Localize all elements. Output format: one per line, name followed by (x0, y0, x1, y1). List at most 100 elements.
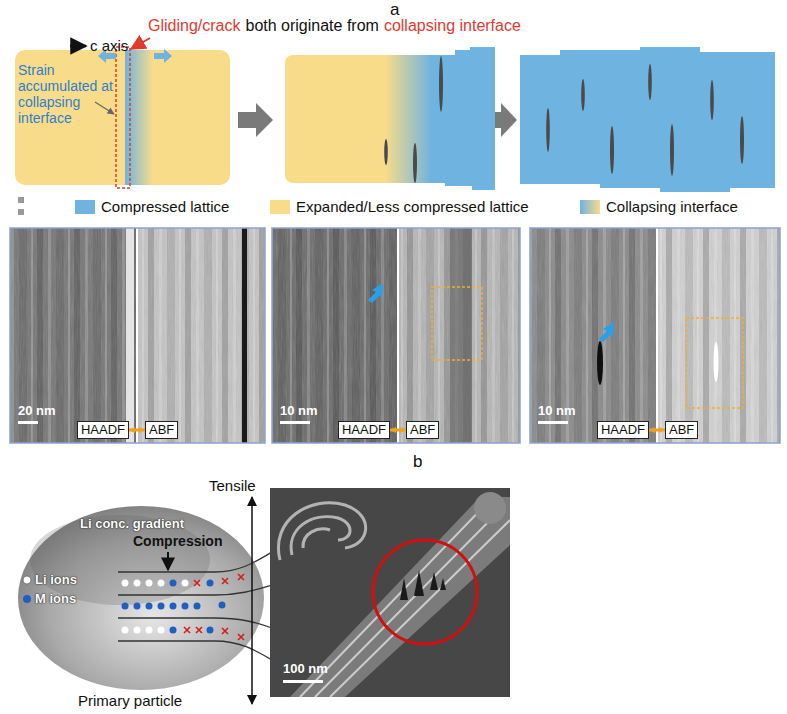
primary-particle-part (251, 497, 253, 704)
sem-image-part-part (278, 503, 365, 560)
primary-particle-part (118, 552, 272, 572)
primary-particle-part-part (146, 603, 153, 610)
image-mode-tag: ABF (665, 421, 698, 439)
lattice-panel-3-part (710, 80, 714, 120)
c-axis-arrow (70, 46, 86, 47)
lattice-panel-1-part (116, 47, 130, 188)
primary-particle-part-part (122, 627, 129, 634)
mode-text: ABF (149, 422, 174, 438)
mode-text: ABF (669, 422, 694, 438)
lattice-panel-3-part (740, 116, 744, 164)
micrograph-2-part (272, 228, 520, 443)
legend-swatch (75, 200, 95, 214)
lattice-panel-2-part (385, 55, 432, 183)
micrograph-1-part (126, 228, 134, 443)
lattice-panel-3-part (546, 108, 550, 152)
mode-text: HAADF (81, 422, 125, 438)
primary-particle-part (122, 580, 226, 634)
legend-text: Expanded/Less compressed lattice (296, 197, 529, 216)
sem-image-part (278, 503, 365, 560)
lattice-panel-1-part (125, 50, 153, 185)
panel-letter: b (413, 452, 422, 472)
micrograph-2-part (368, 283, 383, 303)
micrograph-2-part (432, 287, 482, 360)
legend-text: Compressed lattice (101, 197, 229, 216)
primary-particle-part-part (170, 580, 177, 587)
lattice-panel-2 (285, 47, 495, 190)
lattice-panel-3-part (648, 64, 652, 100)
primary-particle-part (23, 595, 31, 603)
primary-particle-part-part (158, 580, 165, 587)
primary-particle-part-part (222, 578, 228, 584)
primary-particle-part-part (170, 603, 177, 610)
primary-particle-part (118, 618, 272, 628)
primary-particle-part-part (219, 602, 226, 609)
double-arrow-connector (649, 429, 665, 432)
micrograph-1-part (10, 228, 265, 443)
micrograph-3-part (714, 342, 719, 382)
lattice-panel-3-part (610, 126, 614, 174)
lattice-panel-1-part (154, 49, 172, 63)
scale-label: 10 nm (538, 403, 576, 419)
step-arrow-part (238, 103, 273, 137)
micrograph-1-part (18, 421, 38, 424)
micrograph-2-part (272, 228, 520, 443)
primary-particle-part-part (134, 580, 141, 587)
micrograph-3-part (538, 421, 568, 424)
image-mode-tag: ABF (145, 421, 178, 439)
double-arrow-connector (390, 429, 406, 432)
callout-arrow (131, 38, 150, 49)
c-axis-arrow-part (70, 45, 86, 48)
separator-dots-part (18, 197, 24, 203)
primary-particle-part-part (196, 627, 202, 633)
micrograph-3-part (686, 318, 743, 408)
primary-particle-part (118, 585, 272, 595)
legend-text: Collapsing interface (606, 197, 738, 216)
callout-text: both originate from (245, 16, 378, 35)
primary-particle-part-part (238, 634, 244, 640)
micrograph-1-part (10, 228, 265, 443)
scale-label: 20 nm (18, 403, 56, 419)
callout-arrow-part (131, 38, 150, 49)
axis-label: c axis (90, 37, 128, 55)
micrograph-3 (530, 228, 780, 443)
primary-particle-part-part (182, 603, 189, 610)
lattice-panel-1-part (95, 102, 114, 114)
image-mode-tag: HAADF (77, 421, 129, 439)
sem-image-part (400, 570, 446, 600)
sem-image-part-part (430, 572, 438, 590)
scale-label: 10 nm (280, 403, 318, 419)
annotation-text: Strain accumulated at collapsing interfa… (18, 62, 118, 126)
lattice-panel-2-part (413, 143, 417, 183)
lattice-panel-1-part (15, 50, 230, 185)
image-mode-tag: HAADF (597, 421, 649, 439)
micrograph-3-part (530, 228, 780, 443)
primary-particle-part-part (222, 628, 228, 634)
primary-particle-part-part (122, 603, 129, 610)
micrograph-3-part (599, 322, 614, 342)
primary-particle (18, 497, 272, 704)
separator-dots (18, 197, 24, 215)
lattice-panel-3-part (581, 79, 585, 111)
species-label: M ions (35, 591, 76, 607)
lattice-panel-3 (520, 47, 775, 192)
primary-particle-part (18, 506, 264, 690)
primary-particle-part-part (238, 574, 244, 580)
micrograph-1-part (242, 228, 247, 443)
micrograph-3-part (530, 228, 780, 443)
legend-swatch (580, 200, 600, 214)
micrograph-2 (272, 228, 520, 443)
micrograph-1 (10, 228, 265, 443)
sem-image-part-part (400, 578, 408, 600)
mode-text: HAADF (342, 422, 386, 438)
callout-heading: Gliding/crackboth originate fromcollapsi… (148, 16, 521, 35)
primary-particle-part-part (194, 603, 201, 610)
lattice-panel-2-part (439, 56, 443, 112)
sem-image-part-part (414, 570, 424, 596)
separator-dots-part (18, 209, 24, 215)
callout-highlight: Gliding/crack (148, 16, 240, 35)
